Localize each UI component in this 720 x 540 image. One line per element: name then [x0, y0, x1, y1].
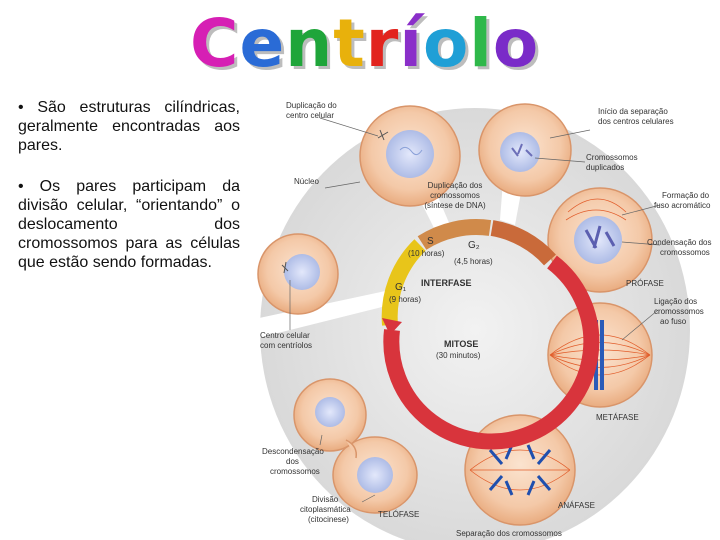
label-separacao: Separação dos cromossomos [456, 529, 562, 538]
wedge-separator [250, 290, 390, 340]
cell-telophase [293, 378, 418, 514]
page-title: Centríolo [190, 4, 539, 84]
cycle-ring [381, 219, 600, 450]
bullet-list: • São estruturas cilíndricas, geralmente… [18, 98, 240, 294]
cell-cycle-figure: S (10 horas) G₂ (4,5 horas) G₁ (9 horas)… [250, 90, 720, 540]
cycle-s-label: S [427, 236, 434, 247]
cycle-g2-time: (4,5 horas) [454, 257, 493, 266]
title-letter: t [333, 5, 366, 82]
cycle-g1-time: (9 horas) [389, 295, 421, 304]
label-profase: PRÓFASE [626, 279, 664, 288]
bullet-item: • Os pares participam da divisão celular… [18, 178, 240, 271]
cell-interphase-left [257, 233, 339, 315]
title-letter: l [469, 5, 493, 82]
title-letter: o [422, 5, 470, 82]
cycle-interfase-label: INTERFASE [421, 278, 472, 288]
label-nucleo: Núcleo [294, 177, 319, 186]
cell-cycle-diagram: S (10 horas) G₂ (4,5 horas) G₁ (9 horas)… [250, 90, 712, 540]
cell-interphase-top [359, 105, 461, 207]
bullet-item: • São estruturas cilíndricas, geralmente… [18, 99, 240, 154]
cell-prometaphase [547, 302, 653, 408]
cell-early-separation [478, 103, 572, 197]
title-letter: C [190, 5, 240, 82]
leader-lines [289, 117, 661, 503]
title-letter: r [365, 5, 400, 82]
cycle-g2-label: G₂ [468, 240, 480, 251]
cycle-g1-label: G₁ [395, 282, 407, 293]
title-letter: e [239, 5, 286, 82]
cycle-s-time: (10 horas) [408, 249, 445, 258]
title-letter: n [285, 5, 334, 82]
title-letter: í [399, 5, 423, 82]
label-metafase: METÁFASE [596, 413, 639, 422]
title-letter: o [492, 5, 540, 82]
label-telofase: TELÓFASE [378, 510, 419, 519]
cycle-mitose-time: (30 minutos) [436, 351, 481, 360]
label-anafase: ANÁFASE [558, 501, 595, 510]
cycle-mitose-label: MITOSE [444, 339, 478, 349]
